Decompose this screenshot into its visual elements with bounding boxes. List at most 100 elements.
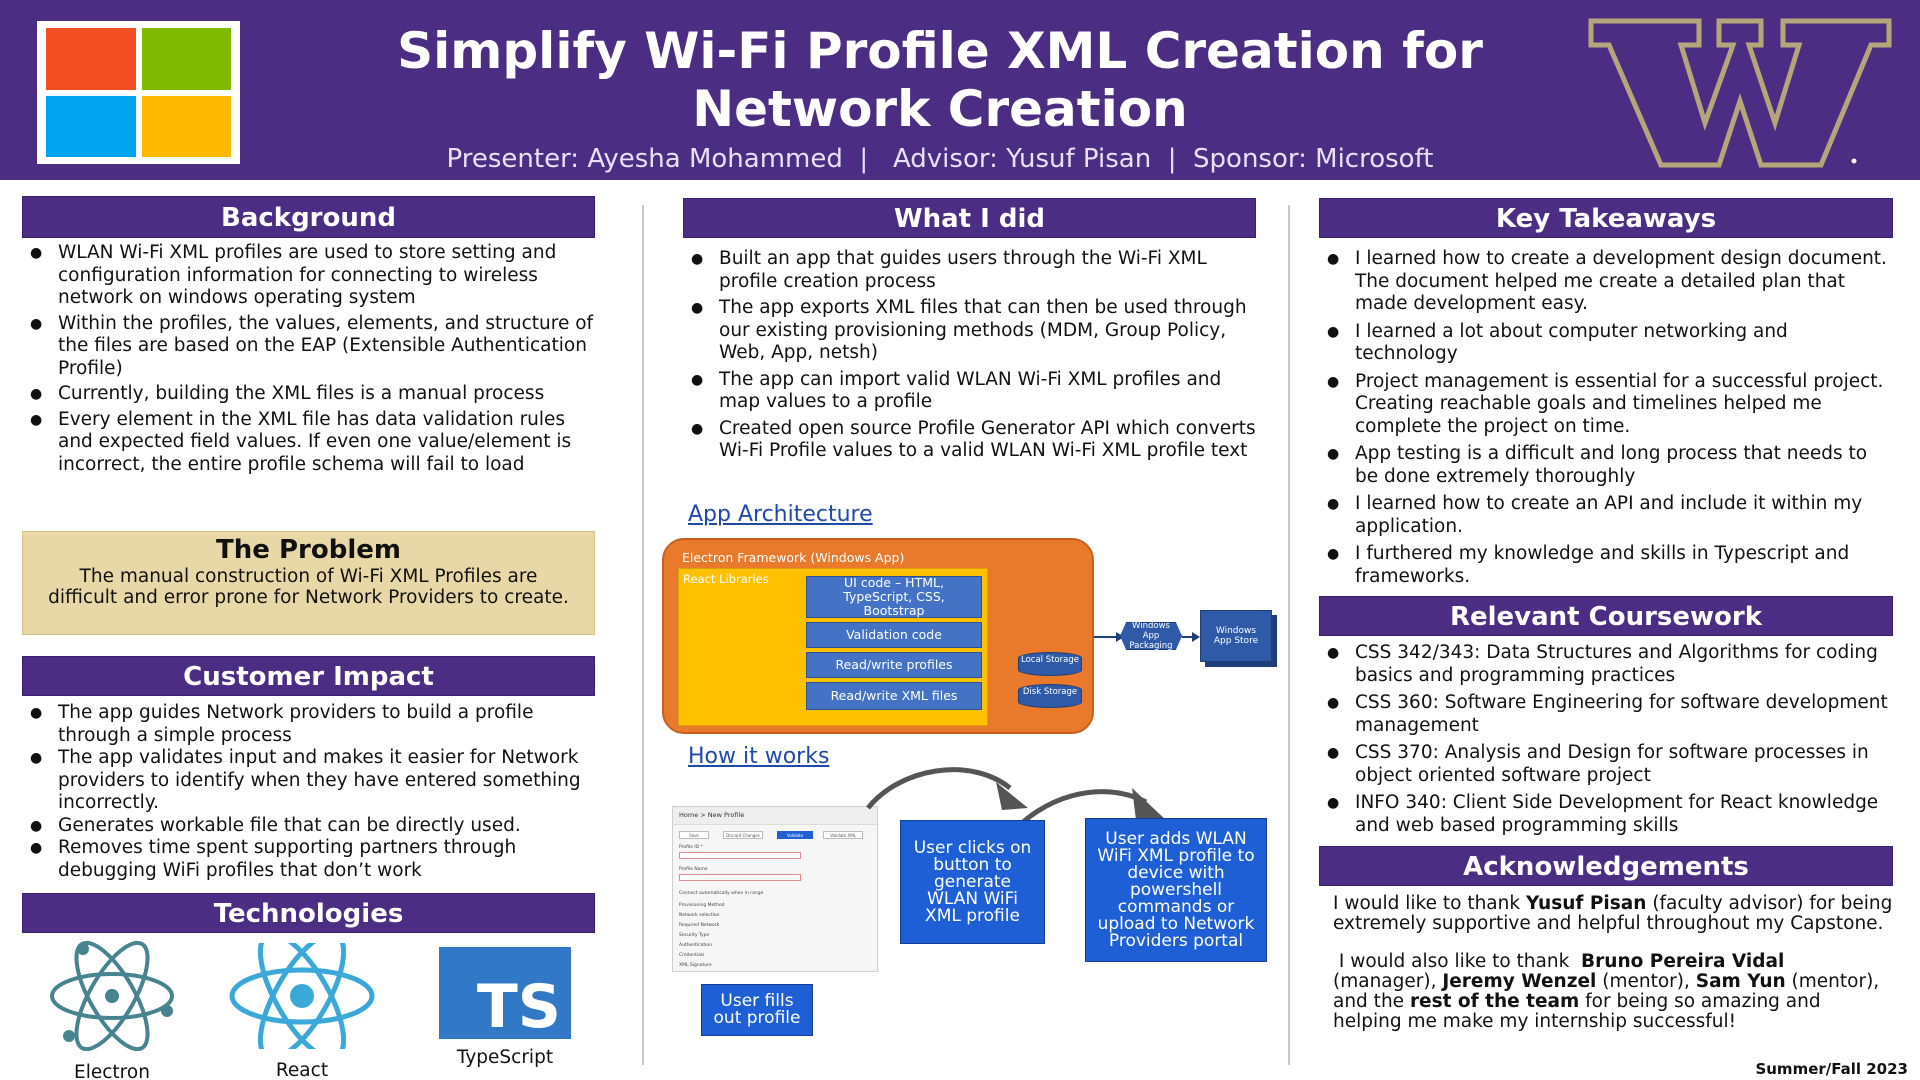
microsoft-logo: [37, 21, 240, 164]
architecture-arrow: [1094, 632, 1124, 642]
acknowledgements-section: Acknowledgements I would like to thank Y…: [1319, 846, 1893, 1032]
ts-badge-text: TS: [476, 972, 561, 1042]
ack-name: Bruno Pereira Vidal: [1581, 951, 1785, 972]
step-add-profile: User adds WLAN WiFi XML profile to devic…: [1085, 818, 1267, 962]
step-generate-xml: User clicks on button to generate WLAN W…: [900, 820, 1045, 944]
list-item: I learned how to create an API and inclu…: [1319, 493, 1893, 538]
ack-text: I would like to thank: [1333, 893, 1526, 914]
tech-label: React: [275, 1060, 329, 1080]
list-item: WLAN Wi-Fi XML profiles are used to stor…: [22, 242, 595, 310]
screenshot-breadcrumb: Home > New Profile: [673, 807, 877, 825]
tech-label: TypeScript: [456, 1047, 554, 1068]
screenshot-field: [679, 852, 801, 859]
list-item: CSS 360: Software Engineering for softwa…: [1319, 692, 1893, 737]
screenshot-row: Credentials: [679, 953, 705, 958]
screenshot-field: [679, 874, 801, 881]
windows-app-packaging: Windows App Packaging: [1120, 622, 1182, 650]
ack-name: rest of the team: [1409, 991, 1580, 1012]
screenshot-row: Profile Name: [679, 867, 708, 872]
customer-impact-heading: Customer Impact: [22, 656, 595, 696]
problem-box: The Problem The manual construction of W…: [22, 531, 595, 635]
architecture-diagram: Electron Framework (Windows App) React L…: [662, 538, 1094, 734]
list-item: Within the profiles, the values, element…: [22, 313, 595, 381]
uw-logo: [1588, 18, 1892, 168]
screenshot-button: Discard Changes: [723, 831, 763, 839]
tech-typescript: TS TypeScript: [430, 947, 580, 1068]
list-item: Generates workable file that can be dire…: [22, 815, 595, 838]
list-item: CSS 370: Analysis and Design for softwar…: [1319, 742, 1893, 787]
poster-title: Simplify Wi-Fi Profile XML Creation for …: [270, 22, 1610, 138]
screenshot-row: Network selection: [679, 913, 720, 918]
poster-header: Simplify Wi-Fi Profile XML Creation for …: [0, 0, 1920, 180]
ack-text: (mentor), and the: [1333, 971, 1880, 1012]
coursework-list: CSS 342/343: Data Structures and Algorit…: [1319, 642, 1893, 837]
list-item: The app validates input and makes it eas…: [22, 747, 595, 815]
left-column: Background WLAN Wi-Fi XML profiles are u…: [22, 196, 595, 479]
ack-text: (mentor),: [1596, 971, 1696, 992]
column-divider-left: [642, 205, 644, 1065]
technologies-section: Technologies: [22, 893, 595, 933]
list-item: The app exports XML files that can then …: [683, 297, 1256, 365]
ack-text: (manager),: [1333, 971, 1443, 992]
ack-text: I would also like to thank: [1333, 951, 1582, 972]
step-fill-profile: User fills out profile: [701, 984, 813, 1036]
read-write-xml-box: Read/write XML files: [806, 682, 982, 710]
react-libraries-label: React Libraries: [683, 572, 769, 586]
logo-square-green: [141, 28, 231, 90]
customer-impact-list: The app guides Network providers to buil…: [22, 702, 595, 882]
tech-electron: Electron: [47, 940, 177, 1080]
middle-column: What I did Built an app that guides user…: [683, 198, 1256, 467]
problem-text: The manual construction of Wi-Fi XML Pro…: [48, 566, 569, 608]
list-item: I learned how to create a development de…: [1319, 248, 1893, 316]
list-item: I learned a lot about computer networkin…: [1319, 321, 1893, 366]
ack-paragraph-2: I would also like to thank Bruno Pereira…: [1333, 952, 1893, 1032]
screenshot-button: Validate: [777, 831, 813, 839]
key-takeaways-heading: Key Takeaways: [1319, 198, 1893, 238]
list-item: Every element in the XML file has data v…: [22, 409, 595, 477]
typescript-icon: TS: [439, 947, 571, 1039]
key-takeaways-list: I learned how to create a development de…: [1319, 248, 1893, 588]
list-item: Built an app that guides users through t…: [683, 248, 1256, 293]
logo-square-blue: [46, 95, 136, 157]
screenshot-row: XML Signature: [679, 963, 712, 968]
background-list: WLAN Wi-Fi XML profiles are used to stor…: [22, 242, 595, 476]
title-line-2: Network Creation: [692, 80, 1188, 138]
what-i-did-list: Built an app that guides users through t…: [683, 248, 1256, 463]
react-icon: [229, 931, 375, 1061]
logo-square-red: [46, 28, 136, 90]
disk-storage-cylinder: Disk Storage: [1018, 684, 1082, 708]
screenshot-button: Save: [679, 831, 709, 839]
packaging-arrow: [1182, 632, 1200, 642]
background-heading: Background: [22, 196, 595, 238]
list-item: Created open source Profile Generator AP…: [683, 418, 1256, 463]
ack-text: for being so amazing and helping me make…: [1333, 991, 1821, 1032]
list-item: Project management is essential for a su…: [1319, 371, 1893, 439]
what-i-did-heading: What I did: [683, 198, 1256, 238]
ack-name: Sam Yun: [1695, 971, 1786, 992]
problem-heading: The Problem: [216, 535, 401, 565]
local-storage-cylinder: Local Storage: [1018, 652, 1082, 676]
list-item: Currently, building the XML files is a m…: [22, 383, 595, 406]
poster-subtitle: Presenter: Ayesha Mohammed | Advisor: Yu…: [446, 144, 1434, 174]
how-it-works-heading: How it works: [688, 744, 830, 769]
tech-react: React: [227, 931, 377, 1080]
technologies-logos: Electron React TS TypeScript: [22, 931, 595, 1080]
title-line-1: Simplify Wi-Fi Profile XML Creation for: [397, 22, 1483, 80]
logo-square-yellow: [141, 95, 231, 157]
read-write-profiles-box: Read/write profiles: [806, 652, 982, 678]
ui-code-box: UI code – HTML, TypeScript, CSS, Bootstr…: [806, 576, 982, 618]
screenshot-row: Security Type: [679, 933, 710, 938]
list-item: I furthered my knowledge and skills in T…: [1319, 543, 1893, 588]
screenshot-row: Connect automatically when in range: [679, 891, 764, 896]
list-item: Removes time spent supporting partners t…: [22, 837, 595, 882]
app-architecture-heading: App Architecture: [688, 502, 873, 527]
screenshot-row: Required Network: [679, 923, 720, 928]
windows-app-store: Windows App Store: [1200, 610, 1272, 662]
right-column: Key Takeaways I learned how to create a …: [1319, 198, 1893, 593]
technologies-heading: Technologies: [22, 893, 595, 933]
acknowledgements-text: I would like to thank Yusuf Pisan (facul…: [1319, 894, 1893, 1032]
ack-name: Yusuf Pisan: [1525, 893, 1647, 914]
validation-code-box: Validation code: [806, 622, 982, 648]
list-item: INFO 340: Client Side Development for Re…: [1319, 792, 1893, 837]
customer-impact-section: Customer Impact The app guides Network p…: [22, 656, 595, 882]
